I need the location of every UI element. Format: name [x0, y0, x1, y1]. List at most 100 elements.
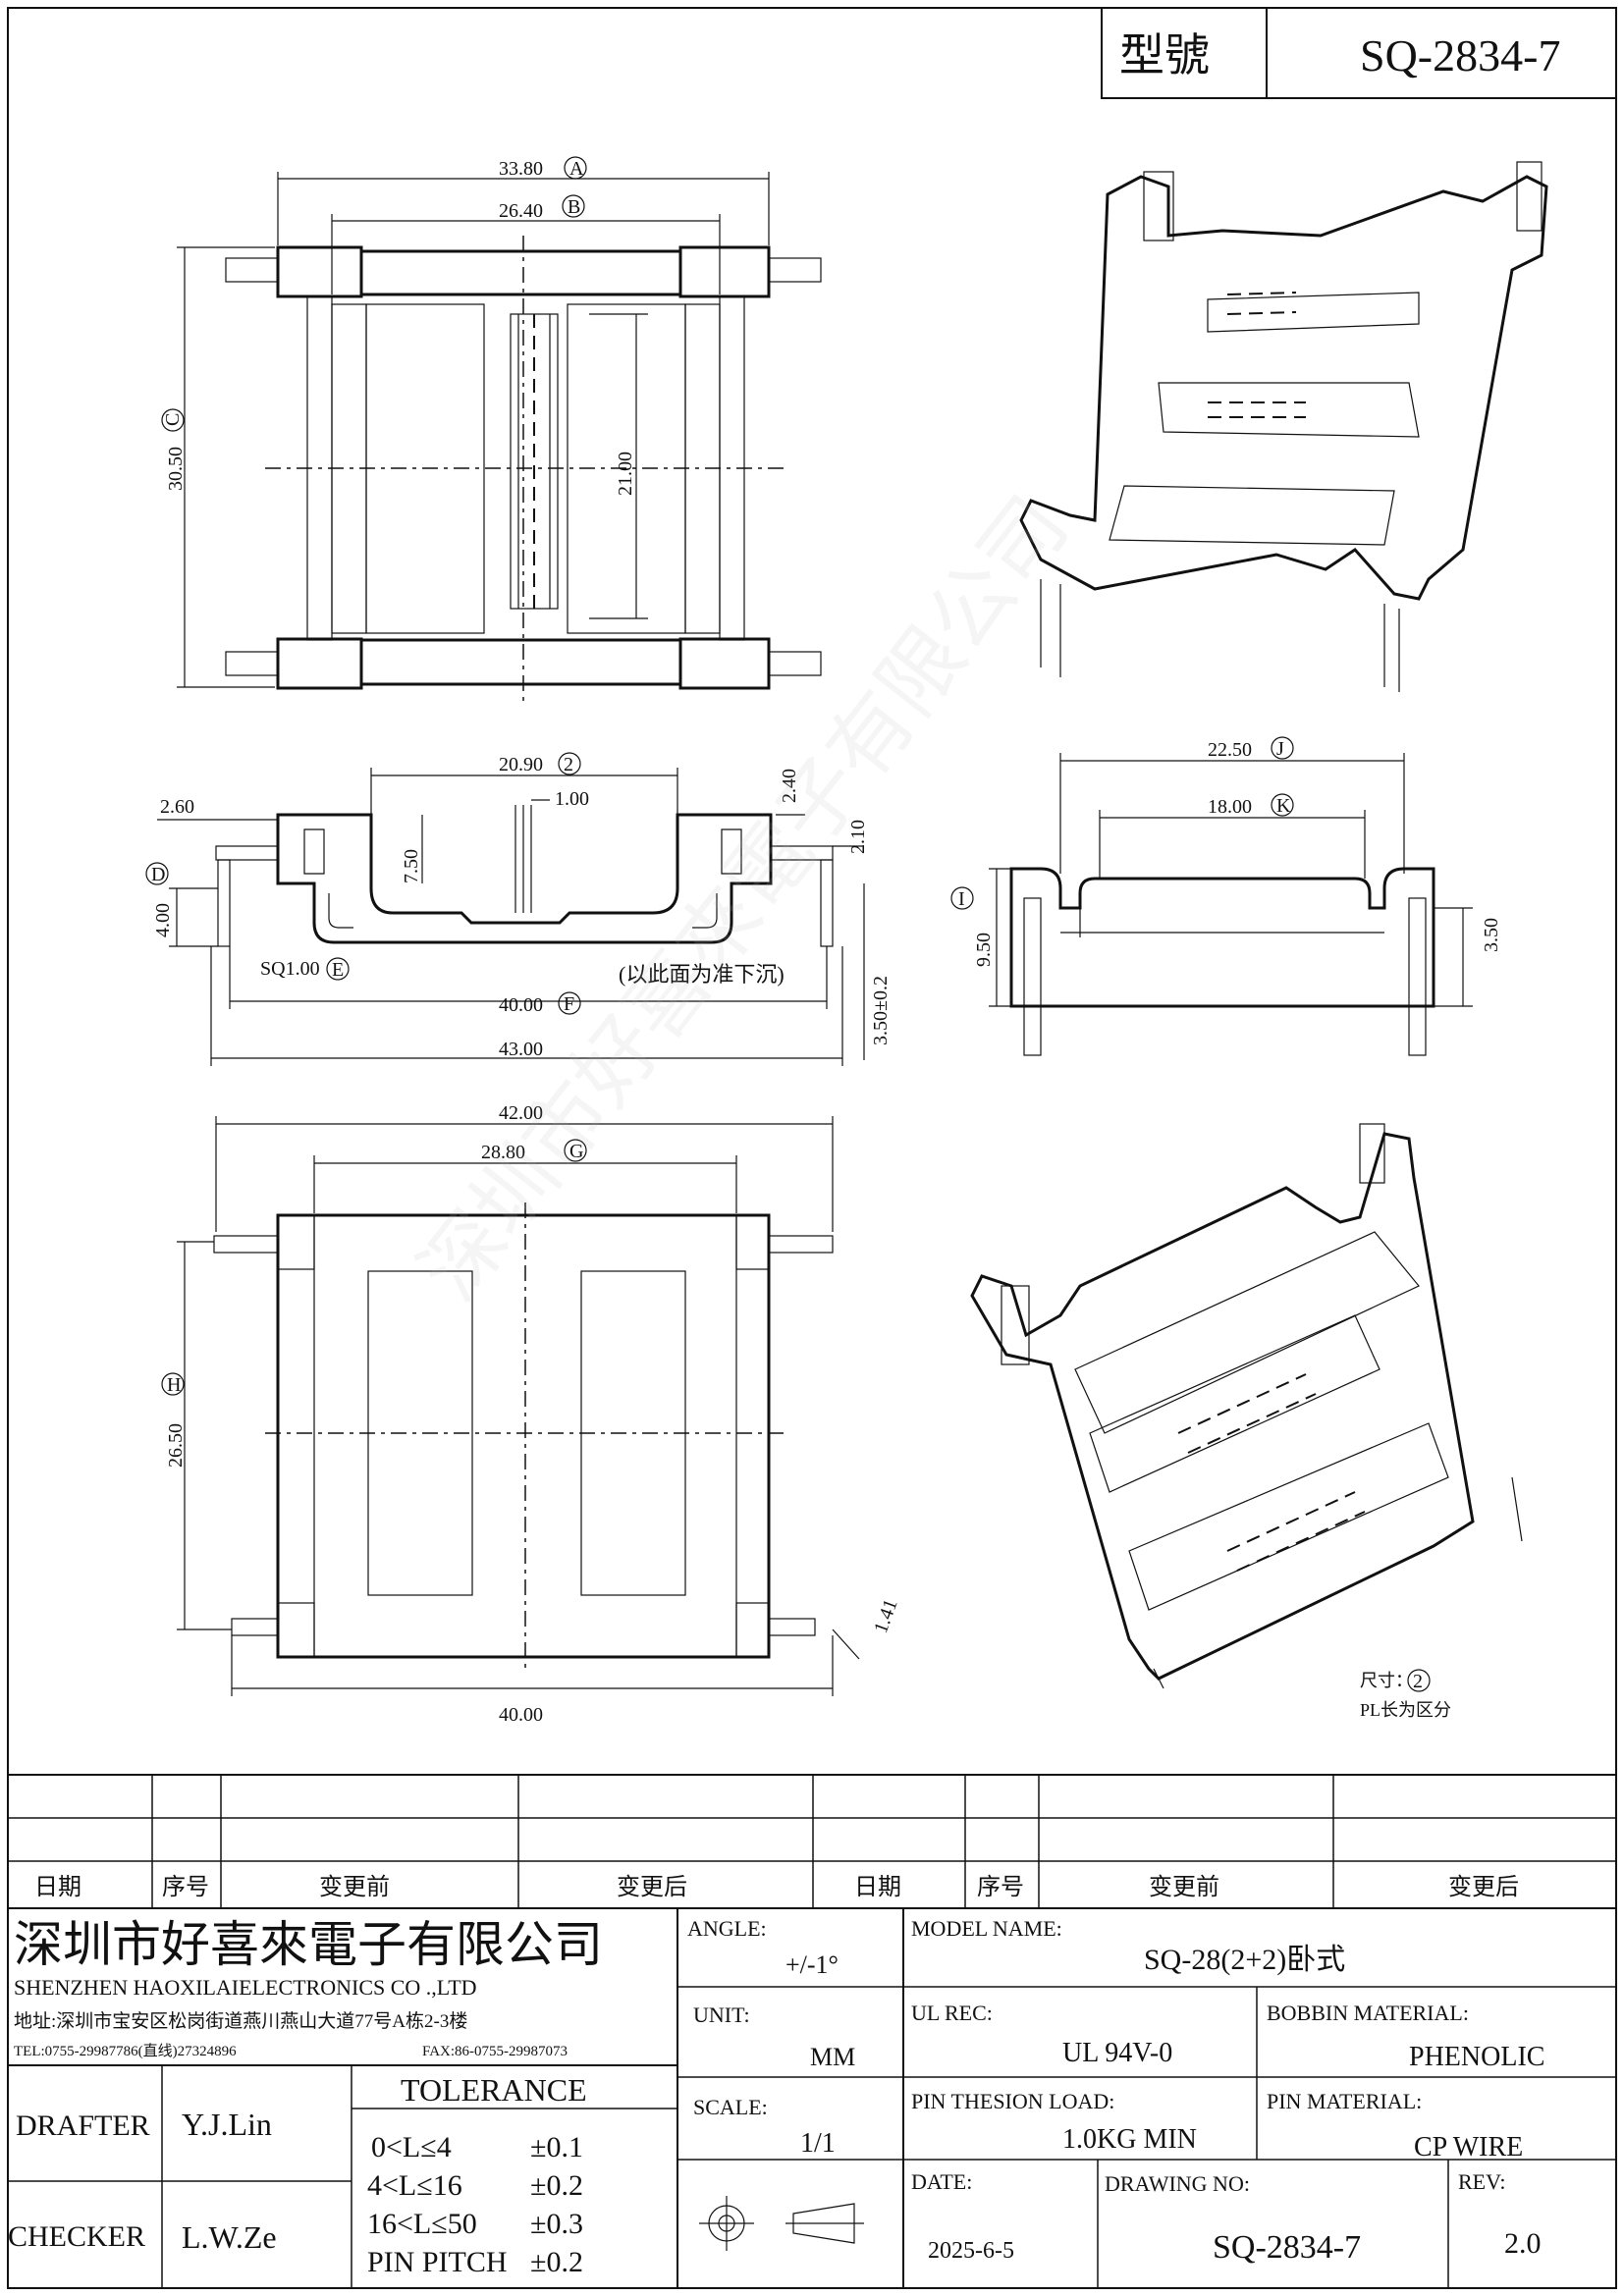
- side-dim-F: 40.00: [499, 994, 543, 1016]
- tol-value-1: ±0.1: [530, 2131, 583, 2163]
- bottom-dim-H: 26.50: [165, 1423, 187, 1468]
- size-note-text2: PL长为区分: [1360, 1700, 1451, 1720]
- rev-header-date-2: 日期: [854, 1875, 901, 1900]
- drawing-no-label: DRAWING NO:: [1105, 2171, 1250, 2196]
- bottom-dim-H-tag: H: [167, 1374, 181, 1396]
- tol-range-2: 4<L≤16: [367, 2169, 462, 2202]
- side-note: (以此面为准下沉): [619, 962, 785, 987]
- top-view: 33.80 A 26.40 B 30.50 C 21.00: [161, 156, 822, 702]
- drafter-value: Y.J.Lin: [182, 2107, 272, 2142]
- ul-label: UL REC:: [911, 2001, 993, 2025]
- end-dim-J-tag: J: [1276, 738, 1284, 760]
- pin-mat-value: CP WIRE: [1414, 2132, 1523, 2163]
- scale-label: SCALE:: [693, 2095, 768, 2119]
- rev-header-date-1: 日期: [34, 1875, 81, 1900]
- side-dim-D-tag: D: [151, 864, 165, 885]
- checker-label: CHECKER: [8, 2220, 145, 2253]
- end-view: 22.50 J 18.00 K 9.50 I 3.50: [950, 736, 1502, 1056]
- title-block: 深圳市好喜來電子有限公司 SHENZHEN HAOXILAIELECTRONIC…: [8, 1908, 1616, 2288]
- side-dim-d2: 1.00: [555, 788, 589, 810]
- scale-value: 1/1: [800, 2128, 836, 2159]
- side-view: 20.90 2 1.00 2.40 2.60 2.10 7.50 4.00 D …: [145, 752, 892, 1066]
- iso-view-top: [1019, 161, 1548, 692]
- model-name-label: MODEL NAME:: [911, 1916, 1062, 1941]
- side-dim-d1-tag: 2: [564, 754, 573, 775]
- checker-value: L.W.Ze: [182, 2219, 277, 2255]
- model-value: SQ-2834-7: [1360, 30, 1560, 80]
- projection-symbol-icon: [699, 2196, 864, 2251]
- rev-header-before-2: 变更前: [1149, 1874, 1219, 1900]
- end-dim-K-tag: K: [1276, 795, 1291, 817]
- rev-label: REV:: [1458, 2169, 1505, 2194]
- rev-header-after-2: 变更后: [1448, 1874, 1519, 1900]
- dim-b-tag: B: [568, 196, 580, 218]
- iso-view-bottom: [970, 1123, 1523, 1689]
- end-dim-K: 18.00: [1208, 796, 1252, 818]
- drafter-label: DRAFTER: [16, 2109, 150, 2142]
- unit-label: UNIT:: [693, 2002, 750, 2027]
- company-address: 地址:深圳市宝安区松岗街道燕川燕山大道77号A栋2-3楼: [14, 2010, 467, 2032]
- bottom-dim-G-tag: G: [569, 1141, 583, 1162]
- side-dim-F-tag: F: [564, 993, 574, 1015]
- side-dim-d6: 7.50: [401, 849, 422, 883]
- company-name-en: SHENZHEN HAOXILAIELECTRONICS CO .,LTD: [14, 1975, 477, 2000]
- tol-range-4: PIN PITCH: [367, 2246, 508, 2278]
- bottom-dim-G: 28.80: [481, 1142, 525, 1163]
- pin-load-value: 1.0KG MIN: [1062, 2124, 1197, 2155]
- bobbin-value: PHENOLIC: [1409, 2042, 1544, 2072]
- rev-header-after-1: 变更后: [617, 1874, 687, 1900]
- tol-value-2: ±0.2: [530, 2169, 583, 2202]
- sheet-border: [7, 7, 1617, 2289]
- rev-value: 2.0: [1504, 2227, 1542, 2260]
- side-dim-d1: 20.90: [499, 754, 543, 775]
- side-dim-d3: 2.40: [779, 769, 800, 803]
- rev-header-seq-2: 序号: [977, 1874, 1024, 1900]
- tol-range-3: 16<L≤50: [367, 2208, 477, 2240]
- company-fax: FAX:86-0755-29987073: [422, 2044, 568, 2059]
- angle-value: +/-1°: [785, 1950, 839, 1979]
- end-dim-I-tag: I: [958, 888, 965, 910]
- side-dim-D: 4.00: [152, 903, 174, 937]
- bottom-dim-d2: 1.41: [870, 1596, 902, 1635]
- dim-c: 30.50: [165, 447, 187, 491]
- model-header: 型號 SQ-2834-7: [1101, 7, 1617, 99]
- end-dim-d1: 3.50: [1481, 918, 1502, 952]
- bottom-dim-d3: 40.00: [499, 1704, 543, 1726]
- ul-value: UL 94V-0: [1062, 2038, 1172, 2068]
- tolerance-title: TOLERANCE: [401, 2072, 587, 2108]
- side-dim-d4: 2.60: [160, 796, 194, 818]
- model-label: 型號: [1119, 30, 1210, 80]
- side-dim-E: SQ1.00: [260, 958, 320, 980]
- model-name-value: SQ-28(2+2)卧式: [1144, 1944, 1345, 1976]
- dim-a-tag: A: [569, 158, 584, 180]
- side-dim-E-tag: E: [332, 959, 344, 981]
- side-dim-d7: 43.00: [499, 1039, 543, 1060]
- side-dim-d5: 2.10: [847, 820, 869, 854]
- tol-value-4: ±0.2: [530, 2246, 583, 2278]
- size-note: 尺寸： 2 PL长为区分: [1360, 1669, 1451, 1720]
- bottom-dim-d1: 42.00: [499, 1102, 543, 1124]
- date-value: 2025-6-5: [928, 2238, 1014, 2264]
- side-dim-d8: 3.50±0.2: [870, 976, 892, 1045]
- end-dim-J: 22.50: [1208, 739, 1252, 761]
- dim-c-tag: C: [162, 413, 184, 426]
- dim-b: 26.40: [499, 200, 543, 222]
- revision-table: 日期 序号 变更前 变更后 日期 序号 变更前 变更后: [8, 1774, 1616, 1909]
- bottom-view: 42.00 28.80 G 26.50 H 1.41 40.00: [161, 1102, 902, 1726]
- size-note-tag: 2: [1413, 1671, 1423, 1692]
- dim-a: 33.80: [499, 158, 543, 180]
- tol-value-3: ±0.3: [530, 2208, 583, 2240]
- size-note-text: 尺寸：: [1360, 1671, 1413, 1690]
- dim-inner: 21.00: [615, 452, 636, 496]
- watermark: 深圳市好喜來電子有限公司: [405, 481, 1086, 1317]
- company-name-cn: 深圳市好喜來電子有限公司: [14, 1917, 603, 1972]
- pin-load-label: PIN THESION LOAD:: [911, 2089, 1114, 2113]
- end-dim-I: 9.50: [973, 933, 995, 967]
- company-tel: TEL:0755-29987786(直线)27324896: [14, 2043, 237, 2059]
- date-label: DATE:: [911, 2169, 972, 2194]
- drawing-no-value: SQ-2834-7: [1213, 2229, 1361, 2266]
- pin-mat-label: PIN MATERIAL:: [1267, 2089, 1422, 2113]
- rev-header-seq-1: 序号: [162, 1874, 209, 1900]
- rev-header-before-1: 变更前: [319, 1874, 390, 1900]
